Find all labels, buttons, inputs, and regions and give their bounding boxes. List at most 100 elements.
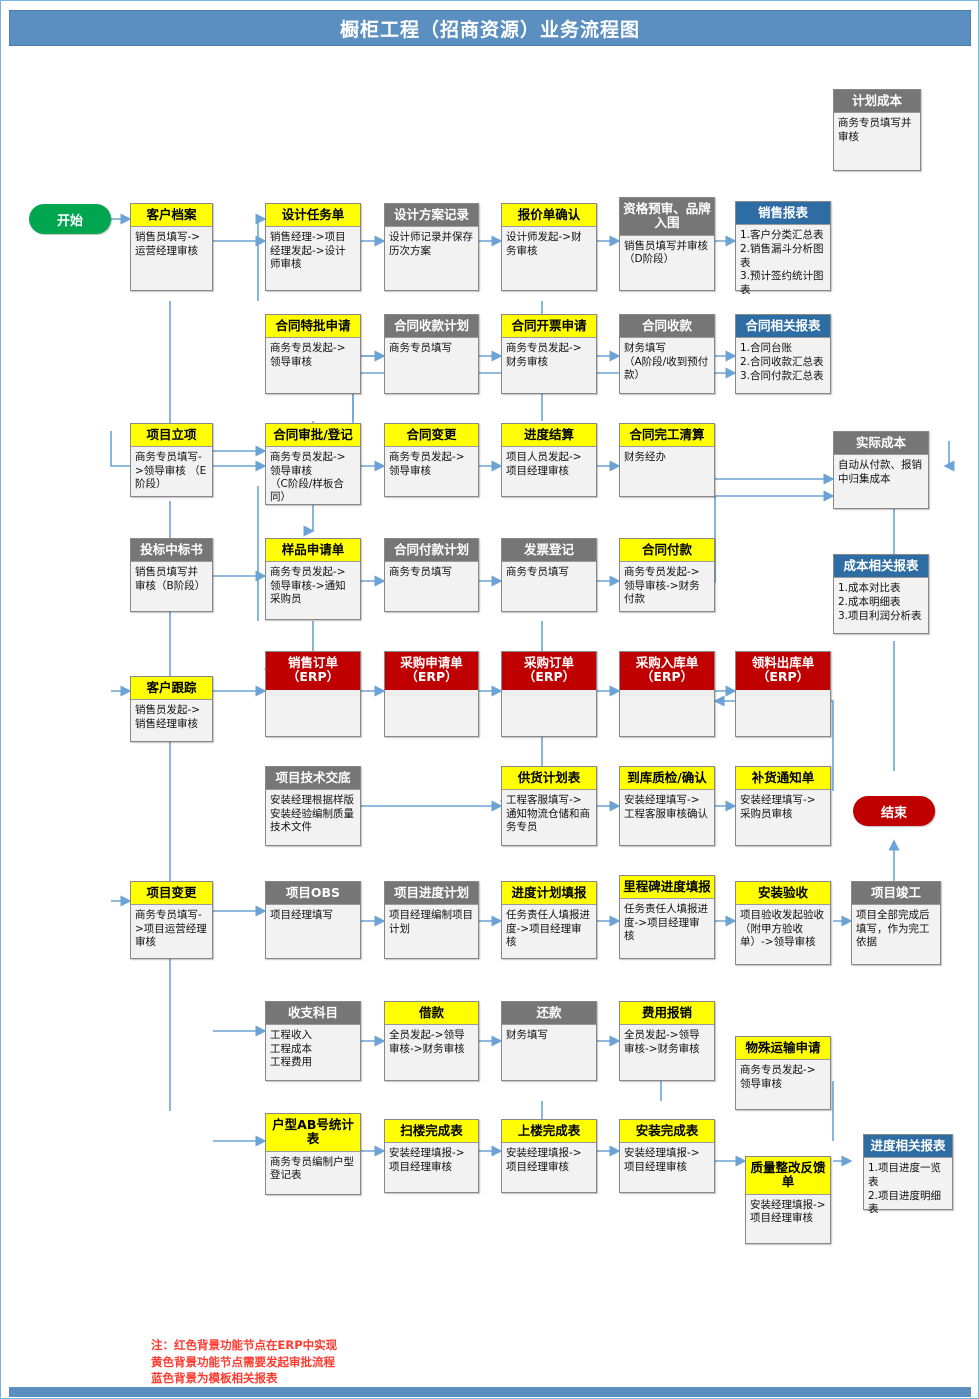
node-body: 商务专员发起->领导审核->财务付款: [624, 566, 700, 605]
node-body: 财务填写: [506, 1029, 548, 1042]
node-body: 安装经理填写->工程客服审核确认: [624, 794, 708, 820]
node-contract-final[interactable]: 合同完工清算 财务经办: [619, 423, 715, 497]
node-body: 全员发起->领导审核->财务审核: [389, 1029, 465, 1055]
node-title: 合同付款: [620, 539, 714, 563]
node-progress-report[interactable]: 进度相关报表 1.项目进度一览表 2.项目进度明细表: [863, 1134, 953, 1215]
node-purchase-order[interactable]: 采购订单 （ERP）: [501, 651, 597, 737]
node-title: 安装验收: [736, 882, 830, 906]
node-borrow[interactable]: 借款 全员发起->领导审核->财务审核: [384, 1001, 479, 1081]
node-body: 1.合同台账 2.合同收款汇总表 3.合同付款汇总表: [740, 342, 824, 382]
node-expense-claim[interactable]: 费用报销 全员发起->领导审核->财务审核: [619, 1001, 715, 1081]
node-contract-payment[interactable]: 合同付款 商务专员发起->领导审核->财务付款: [619, 538, 715, 612]
node-contract-special[interactable]: 合同特批申请 商务专员发起->领导审核: [265, 314, 361, 394]
node-title: 项目OBS: [266, 882, 360, 906]
page-title: 橱柜工程（招商资源）业务流程图: [339, 18, 640, 41]
node-invoice-register[interactable]: 发票登记 商务专员填写: [501, 538, 597, 612]
node-title: 客户跟踪: [131, 677, 212, 701]
node-body: 设计师记录并保存历次方案: [389, 231, 473, 257]
node-body: 自动从付款、报销中归集成本: [838, 459, 922, 485]
node-body: [266, 689, 360, 696]
node-title: 销售订单 （ERP）: [266, 652, 360, 690]
node-design-record[interactable]: 设计方案记录 设计师记录并保存历次方案: [384, 203, 479, 291]
node-invoice-apply[interactable]: 合同开票申请 商务专员发起->财务审核: [501, 314, 597, 394]
node-title: 项目进度计划: [385, 882, 478, 906]
node-title: 成本相关报表: [834, 555, 928, 579]
node-sales-order[interactable]: 销售订单 （ERP）: [265, 651, 361, 737]
node-title: 补货通知单: [736, 767, 830, 791]
node-upfloor-done[interactable]: 上楼完成表 安装经理填报->项目经理审核: [501, 1119, 597, 1193]
node-body: 商务专员发起->领导审核: [740, 1064, 816, 1090]
node-project-setup[interactable]: 项目立项 商务专员填写->领导审核 （E阶段）: [130, 423, 213, 497]
node-body: 安装经理填报->项目经理审核: [506, 1147, 582, 1173]
node-body: 销售员填写并审核（D阶段）: [624, 239, 708, 265]
node-progress-settle[interactable]: 进度结算 项目人员发起->项目经理审核: [501, 423, 597, 497]
node-quote-confirm[interactable]: 报价单确认 设计师发起->财务审核: [501, 203, 597, 291]
node-milestone-report[interactable]: 里程碑进度填报 任务责任人填报进度->项目经理审核: [619, 875, 715, 959]
node-plan-cost[interactable]: 计划成本 商务专员填写并审核: [833, 89, 921, 171]
node-prequalify[interactable]: 资格预审、品牌入围 销售员填写并审核（D阶段）: [619, 197, 715, 291]
node-title: 收支科目: [266, 1002, 360, 1026]
node-tech-brief[interactable]: 项目技术交底 安装经理根据样版安装经验编制质量技术文件: [265, 766, 361, 846]
node-purchase-req[interactable]: 采购申请单 （ERP）: [384, 651, 479, 737]
node-body: 项目全部完成后填写，作为完工依据: [856, 909, 930, 948]
node-receipt-plan[interactable]: 合同收款计划 商务专员填写: [384, 314, 479, 394]
node-project-change[interactable]: 项目变更 商务专员填写->项目运营经理审核: [130, 881, 213, 959]
node-title: 设计任务单: [266, 204, 360, 228]
node-replenish-notice[interactable]: 补货通知单 安装经理填写->采购员审核: [735, 766, 831, 846]
node-contract-receipt[interactable]: 合同收款 财务填写 （A阶段/收到预付款）: [619, 314, 715, 394]
node-customer-follow[interactable]: 客户跟踪 销售员发起->销售经理审核: [130, 676, 213, 742]
node-body: 商务专员发起->领导审核: [270, 342, 346, 368]
node-sales-report[interactable]: 销售报表 1.客户分类汇总表 2.销售漏斗分析图表 3.预计签约统计图表: [735, 201, 831, 296]
node-install-done[interactable]: 安装完成表 安装经理填报->项目经理审核: [619, 1119, 715, 1193]
node-body: 销售员填写->运营经理审核: [135, 231, 201, 257]
node-contract-approve[interactable]: 合同审批/登记 商务专员发起->领导审核 （C阶段/样板合同）: [265, 423, 361, 505]
node-cost-report[interactable]: 成本相关报表 1.成本对比表 2.成本明细表 3.项目利润分析表: [833, 554, 929, 634]
node-title: 客户档案: [131, 204, 212, 228]
node-title: 合同完工清算: [620, 424, 714, 448]
node-income-subject[interactable]: 收支科目 工程收入 工程成本 工程费用: [265, 1001, 361, 1081]
node-project-complete[interactable]: 项目竣工 项目全部完成后填写，作为完工依据: [851, 881, 941, 965]
node-title: 扫楼完成表: [385, 1120, 478, 1144]
node-title: 项目竣工: [852, 882, 940, 906]
node-title: 采购订单 （ERP）: [502, 652, 596, 690]
node-title: 费用报销: [620, 1002, 714, 1026]
node-contract-change[interactable]: 合同变更 商务专员发起->领导审核: [384, 423, 479, 497]
node-project-obs[interactable]: 项目OBS 项目经理填写: [265, 881, 361, 959]
node-unit-ab-stats[interactable]: 户型AB号统计表 商务专员编制户型登记表: [265, 1113, 361, 1195]
node-body: 销售员发起->销售经理审核: [135, 704, 201, 730]
node-repay[interactable]: 还款 财务填写: [501, 1001, 597, 1081]
node-install-accept[interactable]: 安装验收 项目验收发起验收（附甲方验收单）->领导审核: [735, 881, 831, 965]
node-contract-report[interactable]: 合同相关报表 1.合同台账 2.合同收款汇总表 3.合同付款汇总表: [735, 314, 831, 394]
node-title: 里程碑进度填报: [620, 876, 714, 900]
node-actual-cost[interactable]: 实际成本 自动从付款、报销中归集成本: [833, 431, 929, 509]
node-schedule-plan[interactable]: 项目进度计划 项目经理编制项目计划: [384, 881, 479, 959]
node-schedule-report[interactable]: 进度计划填报 任务责任人填报进度->项目经理审核: [501, 881, 597, 959]
node-title: 资格预审、品牌入围: [620, 198, 714, 236]
node-quality-feedback[interactable]: 质量整改反馈单 安装经理填报->项目经理审核: [745, 1156, 831, 1244]
node-body: 安装经理根据样版安装经验编制质量技术文件: [270, 794, 354, 833]
footer-bar: [9, 1387, 971, 1397]
node-customer-file[interactable]: 客户档案 销售员填写->运营经理审核: [130, 203, 213, 291]
node-purchase-in[interactable]: 采购入库单 （ERP）: [619, 651, 715, 737]
node-bid-win[interactable]: 投标中标书 销售员填写并审核（B阶段）: [130, 538, 213, 612]
node-supply-plan[interactable]: 供货计划表 工程客服填写->通知物流仓储和商务专员: [501, 766, 597, 846]
node-title: 进度结算: [502, 424, 596, 448]
node-title: 安装完成表: [620, 1120, 714, 1144]
terminator-start: 开始: [29, 204, 111, 234]
node-title: 投标中标书: [131, 539, 212, 563]
node-design-task[interactable]: 设计任务单 销售经理->项目经理发起->设计师审核: [265, 203, 361, 291]
node-body: 财务经办: [624, 451, 666, 464]
node-scan-done[interactable]: 扫楼完成表 安装经理填报->项目经理审核: [384, 1119, 479, 1193]
node-special-transport[interactable]: 物殊运输申请 商务专员发起->领导审核: [735, 1036, 831, 1110]
node-body: 工程收入 工程成本 工程费用: [270, 1029, 312, 1068]
node-title: 合同收款计划: [385, 315, 478, 339]
node-arrival-check[interactable]: 到库质检/确认 安装经理填写->工程客服审核确认: [619, 766, 715, 846]
node-title: 合同收款: [620, 315, 714, 339]
node-body: 工程客服填写->通知物流仓储和商务专员: [506, 794, 590, 833]
terminator-end: 结束: [853, 796, 935, 826]
node-title: 项目技术交底: [266, 767, 360, 791]
node-sample-apply[interactable]: 样品申请单 商务专员发起->领导审核->通知采购员: [265, 538, 361, 620]
node-material-out[interactable]: 领料出库单 （ERP）: [735, 651, 831, 737]
node-title: 供货计划表: [502, 767, 596, 791]
node-payment-plan[interactable]: 合同付款计划 商务专员填写: [384, 538, 479, 612]
